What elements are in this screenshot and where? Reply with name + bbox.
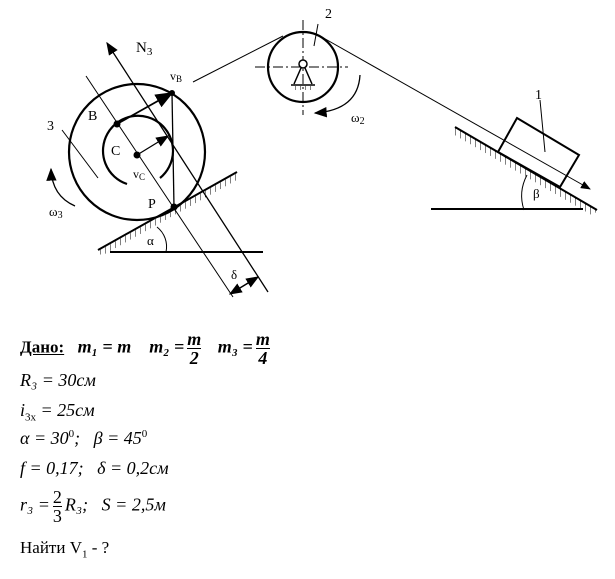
rope-left bbox=[192, 35, 284, 83]
pulley-support bbox=[293, 67, 313, 85]
body-1-leader bbox=[539, 99, 546, 153]
block-1 bbox=[496, 116, 581, 189]
center-line bbox=[85, 75, 234, 298]
label-delta: δ bbox=[231, 267, 237, 282]
label-C: C bbox=[111, 144, 120, 159]
label-alpha: α bbox=[147, 233, 154, 248]
omega3-arrow bbox=[46, 167, 76, 207]
body-2-leader bbox=[313, 23, 319, 47]
mechanism-diagram: N3 vB B C vC P 3 ω3 α δ 2 ω2 1 β bbox=[46, 7, 598, 298]
label-P: P bbox=[148, 197, 156, 212]
given-m2: m₂ = bbox=[149, 336, 185, 357]
rope-right bbox=[319, 35, 591, 190]
normal-force-arrow bbox=[106, 41, 269, 293]
given-i3x: i3x = 25см bbox=[20, 400, 95, 424]
incline-beta-hatch bbox=[451, 127, 597, 216]
given-angles: α = 300; β = 450 bbox=[20, 428, 148, 448]
given-heading: Дано: bbox=[20, 337, 65, 357]
pulley-support-hatch bbox=[294, 86, 312, 90]
incline-alpha-hatch bbox=[98, 172, 240, 256]
label-body-3: 3 bbox=[47, 119, 54, 134]
label-beta: β bbox=[533, 186, 540, 201]
point-C bbox=[133, 151, 141, 159]
pulley-pivot bbox=[298, 59, 308, 69]
label-omega3: ω3 bbox=[49, 204, 63, 221]
vC-arrow bbox=[136, 135, 170, 156]
label-body-1: 1 bbox=[535, 88, 542, 103]
label-body-2: 2 bbox=[325, 7, 332, 22]
alpha-arc bbox=[156, 226, 168, 253]
vB-arrow bbox=[116, 92, 174, 125]
omega2-arrow bbox=[313, 74, 361, 118]
label-B: B bbox=[88, 109, 97, 124]
label-vB: vB bbox=[170, 69, 182, 84]
label-vC: vC bbox=[133, 167, 145, 182]
point-vB bbox=[169, 90, 175, 96]
point-B bbox=[113, 120, 121, 128]
given-m1: m₁ = m bbox=[77, 336, 132, 357]
label-omega2: ω2 bbox=[351, 110, 365, 127]
given-m3: m₃ = bbox=[217, 336, 253, 357]
instant-center-line bbox=[171, 92, 175, 208]
body-3-leader bbox=[61, 129, 99, 179]
beta-arc bbox=[521, 174, 528, 211]
given-R3: R₃ = 30см bbox=[20, 370, 96, 390]
label-N3: N3 bbox=[136, 40, 153, 58]
given-f-delta: f = 0,17; δ = 0,2см bbox=[20, 458, 169, 478]
wheel-3-outer bbox=[67, 82, 207, 222]
delta-arrow-b bbox=[228, 276, 259, 295]
find-question: Найти V1 - ? bbox=[20, 538, 110, 561]
